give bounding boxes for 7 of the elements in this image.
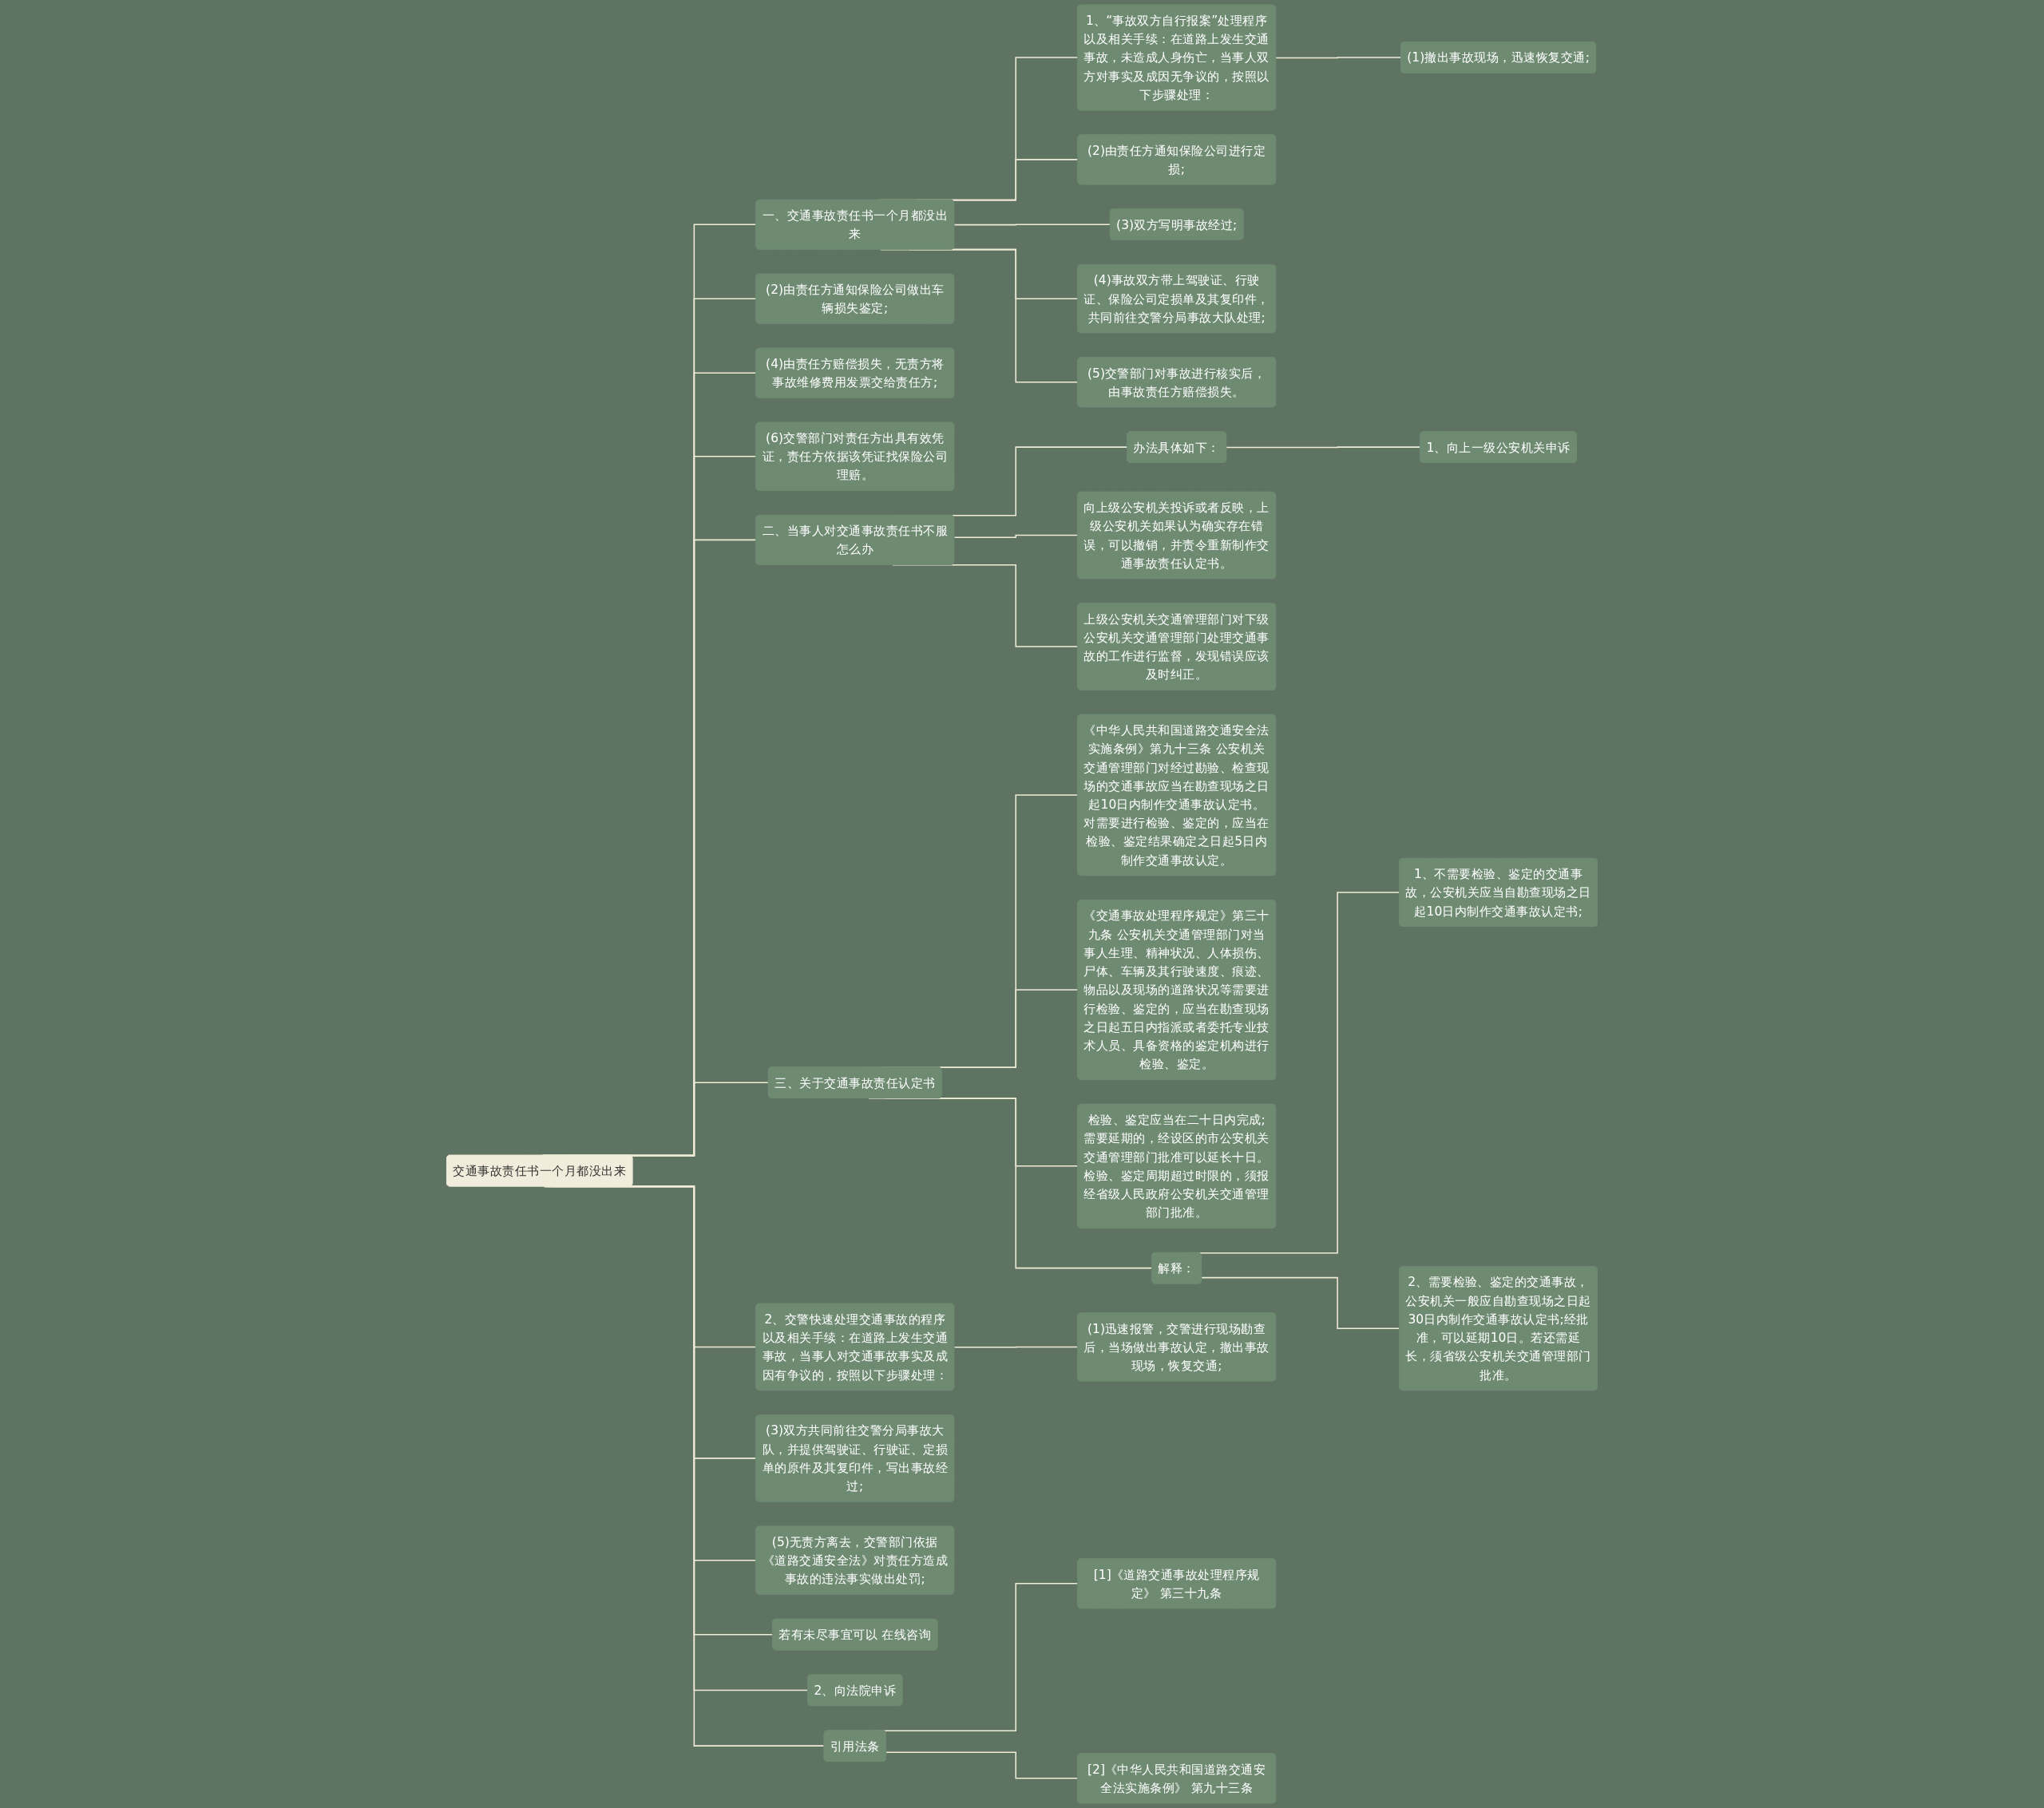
connector — [953, 1346, 1079, 1348]
connector — [1226, 446, 1421, 449]
connector — [885, 1751, 1079, 1779]
connector — [953, 224, 1111, 226]
connector — [1201, 1276, 1400, 1330]
connector — [953, 534, 1079, 538]
connector — [1275, 57, 1402, 59]
